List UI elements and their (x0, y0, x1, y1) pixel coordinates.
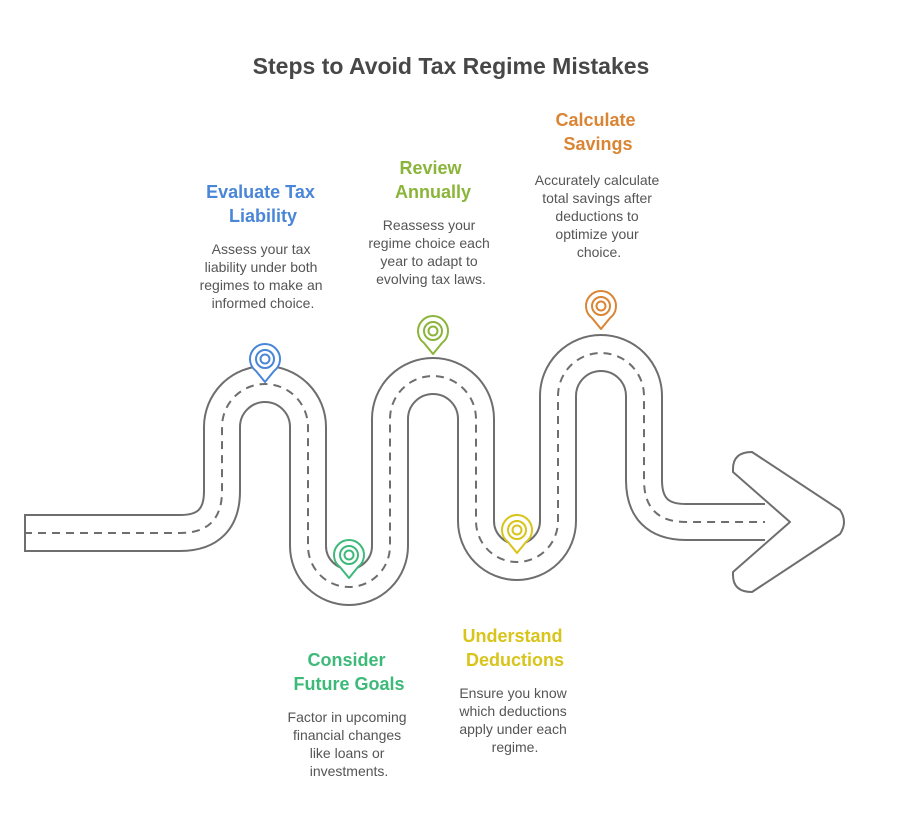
step-title-line: Annually (395, 182, 471, 202)
step-description-line: regime choice each (368, 235, 489, 251)
step-description-line: financial changes (293, 727, 401, 743)
step-description-line: Ensure you know (459, 685, 567, 701)
step-description-line: Factor in upcoming (288, 709, 407, 725)
step-title-line: Deductions (466, 650, 564, 670)
step-title-line: Review (399, 158, 462, 178)
step-description-line: like loans or (310, 745, 385, 761)
step-description: Reassess your regime choice each year to… (368, 217, 493, 287)
step-description-line: which deductions (458, 703, 566, 719)
step-description-line: deductions to (555, 208, 638, 224)
step-description: Ensure you know which deductions apply u… (458, 685, 570, 755)
step-description-line: Assess your tax (212, 241, 311, 257)
step-review: Review Annually Reassess your regime cho… (368, 158, 493, 287)
pin-calculate (585, 290, 617, 330)
step-title: Evaluate Tax Liability (206, 182, 320, 226)
step-consider: Consider Future Goals Factor in upcoming… (288, 650, 411, 779)
step-title-line: Calculate (555, 110, 635, 130)
step-description-line: regimes to make an (200, 277, 323, 293)
pin-evaluate (249, 343, 281, 383)
step-description-line: optimize your (555, 226, 639, 242)
step-description-line: total savings after (542, 190, 652, 206)
step-title: Consider Future Goals (293, 650, 404, 694)
diagram-title: Steps to Avoid Tax Regime Mistakes (253, 53, 650, 79)
step-understand: Understand Deductions Ensure you know wh… (458, 626, 570, 755)
step-description-line: Accurately calculate (535, 172, 660, 188)
step-title: Calculate Savings (555, 110, 640, 154)
step-description-line: choice. (577, 244, 621, 260)
step-description-line: informed choice. (212, 295, 315, 311)
step-title-line: Liability (229, 206, 297, 226)
step-title-line: Evaluate Tax (206, 182, 315, 202)
step-title: Review Annually (395, 158, 471, 202)
step-description-line: apply under each (459, 721, 566, 737)
step-description-line: year to adapt to (380, 253, 478, 269)
step-title: Understand Deductions (462, 626, 567, 670)
step-calculate: Calculate Savings Accurately calculate t… (535, 110, 663, 260)
step-evaluate: Evaluate Tax Liability Assess your tax l… (200, 182, 327, 311)
step-description-line: evolving tax laws. (376, 271, 486, 287)
step-description-line: regime. (492, 739, 539, 755)
step-description: Accurately calculate total savings after… (535, 172, 663, 260)
pin-review (417, 315, 449, 355)
step-title-line: Understand (462, 626, 562, 646)
step-title-line: Consider (307, 650, 385, 670)
arrow-head-icon (732, 451, 845, 593)
step-description: Assess your tax liability under both reg… (200, 241, 327, 311)
step-description-line: Reassess your (383, 217, 476, 233)
road-center-dashes (24, 352, 765, 588)
winding-road (24, 334, 845, 606)
step-title-line: Savings (563, 134, 632, 154)
step-description: Factor in upcoming financial changes lik… (288, 709, 411, 779)
pin-understand (501, 514, 533, 554)
step-description-line: investments. (310, 763, 389, 779)
pin-consider (333, 539, 365, 579)
step-description-line: liability under both (205, 259, 318, 275)
step-title-line: Future Goals (293, 674, 404, 694)
